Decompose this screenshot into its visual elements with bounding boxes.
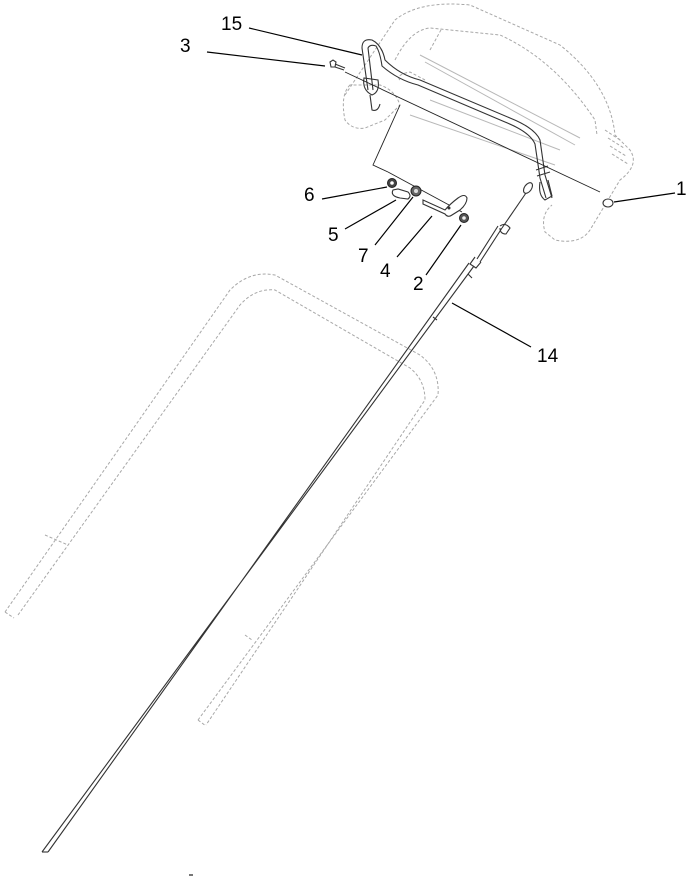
callout-labels: 15 3 1 6 5 7 4 2 14 xyxy=(180,14,687,367)
callout-14: 14 xyxy=(537,346,559,367)
callout-7: 7 xyxy=(358,246,369,267)
callout-4: 4 xyxy=(380,261,391,282)
leader-3 xyxy=(206,51,326,67)
nut-part-6[interactable] xyxy=(387,178,397,188)
leader-7 xyxy=(374,196,414,246)
bail-bar-part-15[interactable] xyxy=(361,39,553,201)
lever-part-4[interactable] xyxy=(422,194,468,217)
leader-14 xyxy=(451,302,532,348)
callout-3: 3 xyxy=(180,36,191,57)
lower-handle-ghost xyxy=(4,273,439,727)
spacer-part-5[interactable] xyxy=(391,188,411,200)
callout-6: 6 xyxy=(304,185,315,206)
leader-15 xyxy=(248,27,363,56)
footer-mark xyxy=(189,874,193,876)
upper-handle-ghost xyxy=(342,3,634,242)
plug-part-1[interactable] xyxy=(602,198,614,208)
leader-1 xyxy=(613,192,676,203)
leader-4 xyxy=(396,215,433,258)
pivot-axis-line xyxy=(344,71,601,193)
callout-1: 1 xyxy=(676,179,687,200)
leader-6 xyxy=(321,186,388,200)
leader-5 xyxy=(344,199,397,230)
bushing-part-7[interactable] xyxy=(410,185,422,197)
leader-2 xyxy=(425,224,462,276)
callout-5: 5 xyxy=(328,225,339,246)
leader-lines xyxy=(206,27,676,348)
callout-2: 2 xyxy=(413,274,424,295)
bolt-part-3[interactable] xyxy=(329,59,346,71)
nut-part-2[interactable] xyxy=(459,213,469,223)
callout-15: 15 xyxy=(221,14,242,35)
cable-part-14[interactable] xyxy=(41,181,534,853)
